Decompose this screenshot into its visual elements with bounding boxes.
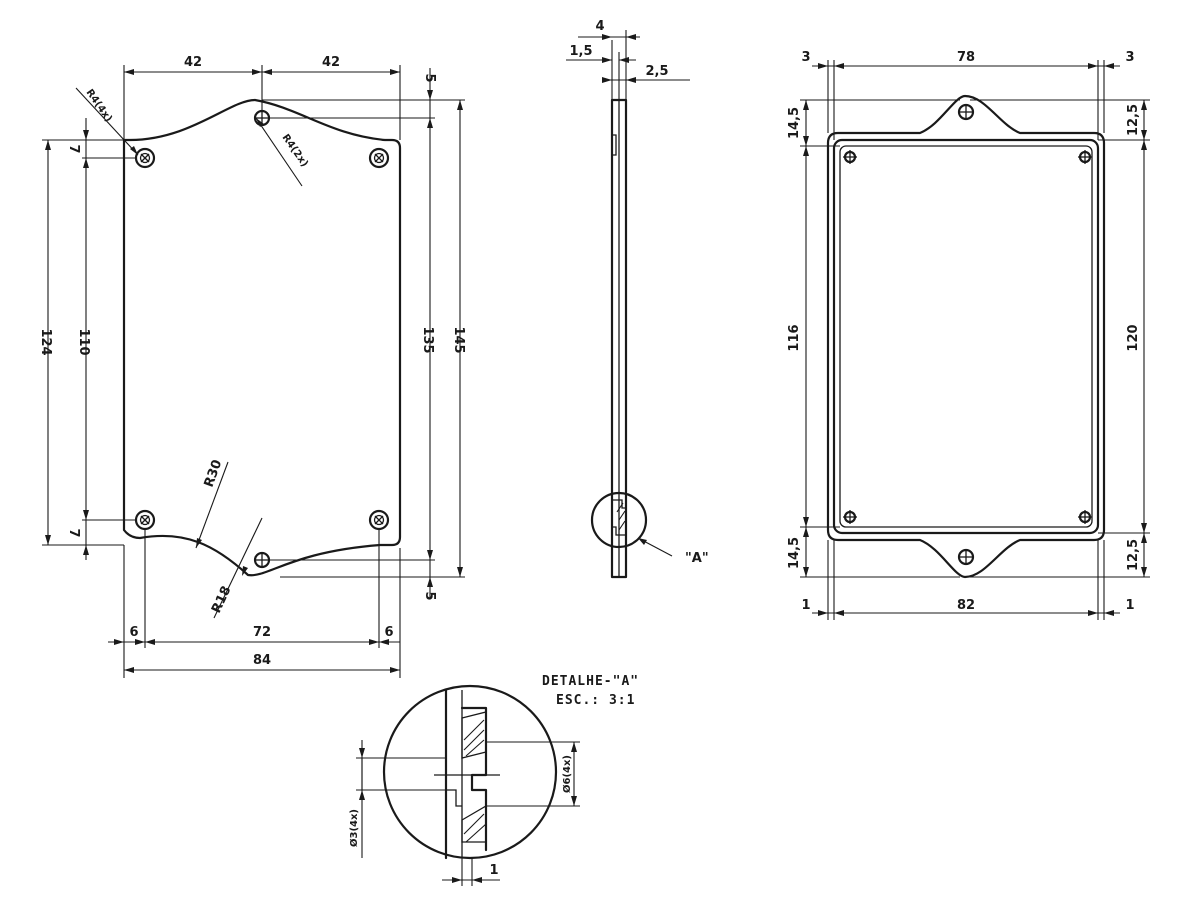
front-dim-145: 145 <box>451 326 466 353</box>
front-plate-outline <box>122 98 402 577</box>
side-profile <box>610 98 628 579</box>
front-dim-135: 135 <box>420 326 435 353</box>
back-inner-frame-2 <box>839 145 1093 528</box>
side-dim-4: 4 <box>595 19 604 34</box>
front-hole-bottom-left <box>134 509 156 531</box>
front-dim-edge-bottom: 7 <box>66 528 81 537</box>
detail-hole-large: Ø6(4x) <box>561 755 573 793</box>
detail-hatch-lower <box>461 804 487 843</box>
detail-a-view: DETALHE-"A" ESC.: 3:1 Ø6(4x) <box>348 674 639 886</box>
back-dim-bottom-left: 1 <box>801 598 810 613</box>
front-radius-r30: R30 <box>202 458 226 490</box>
back-dim-inner-height: 116 <box>787 324 802 351</box>
back-hole-bottom-center <box>957 548 975 566</box>
detail-hole-small: Ø3(4x) <box>348 809 360 847</box>
front-hole-bottom-center <box>253 551 271 569</box>
back-view: 3 78 3 14,5 116 14,5 12,5 120 12,5 <box>787 50 1150 620</box>
front-view: 42 42 5 135 145 5 124 110 7 7 <box>38 55 466 678</box>
side-dim-2-5: 2,5 <box>645 64 668 79</box>
front-radius-r18: R18 <box>209 584 234 616</box>
back-dim-bottom-ear-left: 14,5 <box>787 537 802 569</box>
back-dim-top-ear-left: 14,5 <box>787 107 802 139</box>
detail-title: DETALHE-"A" <box>542 674 639 689</box>
side-detail-label: "A" <box>685 551 709 566</box>
detail-circle <box>382 684 558 860</box>
back-hole-top-right <box>1078 150 1092 164</box>
detail-scale: ESC.: 3:1 <box>556 693 635 708</box>
side-dim-1-5: 1,5 <box>569 44 592 59</box>
front-dim-hole-right: 6 <box>384 625 393 640</box>
back-dim-bottom-width: 82 <box>957 598 975 613</box>
front-hole-top-left <box>134 147 156 169</box>
detail-a-marker <box>590 491 648 549</box>
back-dim-bottom-ear-right: 12,5 <box>1126 539 1141 571</box>
front-dim-hole-left: 6 <box>129 625 138 640</box>
front-dim-top-offset: 5 <box>422 73 437 82</box>
front-hole-bottom-right <box>368 509 390 531</box>
front-hole-top-right <box>368 147 390 169</box>
front-dim-overall-width: 84 <box>253 653 271 668</box>
detail-thickness: 1 <box>489 863 498 878</box>
front-dim-bottom-offset: 5 <box>422 591 437 600</box>
front-dim-110: 110 <box>76 328 91 355</box>
detail-hatch-upper <box>461 711 487 759</box>
front-dim-top-left: 42 <box>184 55 202 70</box>
back-hole-bottom-right <box>1078 510 1092 524</box>
side-view: 4 1,5 2,5 "A" <box>566 19 709 579</box>
back-dim-top-ear-right: 12,5 <box>1126 104 1141 136</box>
back-outer-frame <box>826 94 1106 579</box>
back-hole-bottom-left <box>843 510 857 524</box>
back-hole-top-left <box>843 150 857 164</box>
front-dim-124: 124 <box>38 328 53 355</box>
front-dim-top-right: 42 <box>322 55 340 70</box>
back-dim-top-width: 78 <box>957 50 975 65</box>
back-dim-top-left: 3 <box>801 50 810 65</box>
front-dim-hole-span: 72 <box>253 625 271 640</box>
front-radius-r4-2x: R4(2x) <box>280 132 310 169</box>
back-dim-bottom-right: 1 <box>1125 598 1134 613</box>
back-hole-top-center <box>957 103 975 121</box>
back-inner-frame-1 <box>832 138 1100 535</box>
front-radius-r4-4x: R4(4x) <box>84 87 114 124</box>
back-dim-outer-height: 120 <box>1126 324 1141 351</box>
back-dim-top-right: 3 <box>1125 50 1134 65</box>
front-dim-edge-top: 7 <box>66 144 81 153</box>
